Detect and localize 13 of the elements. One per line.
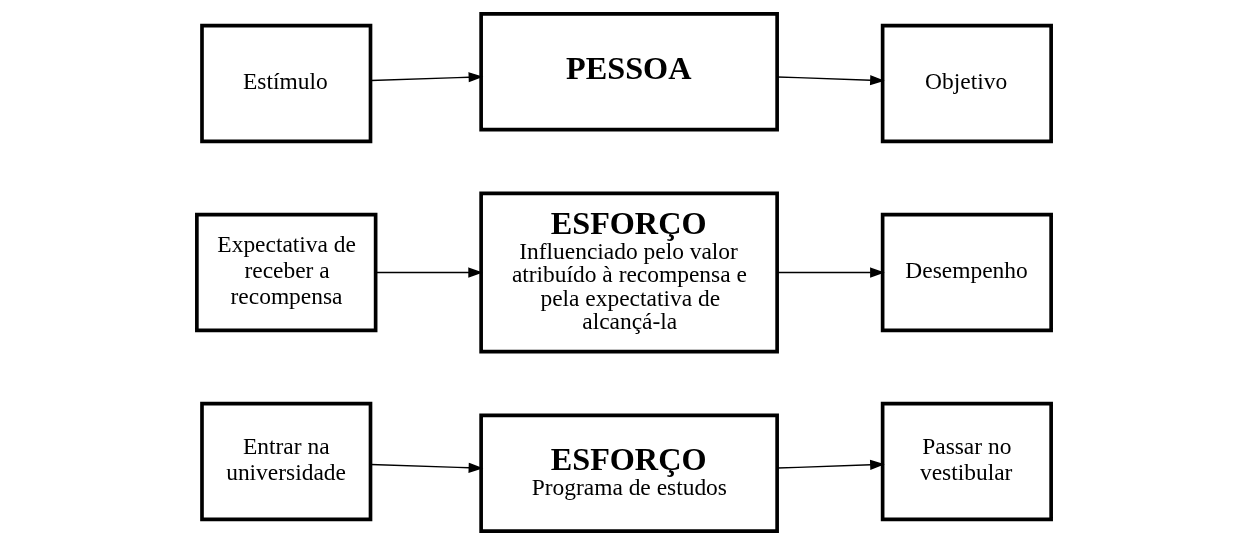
node-box: Estímulo xyxy=(200,23,373,144)
node-box: PESSOA xyxy=(479,12,779,132)
arrow xyxy=(776,459,885,470)
node-box: Expectativa de receber a recompensa xyxy=(195,212,378,333)
arrow xyxy=(776,267,885,278)
node-box: Entrar na universidade xyxy=(200,401,373,522)
node-box: Passar no vestibular xyxy=(880,401,1053,522)
node-box: Objetivo xyxy=(880,23,1053,144)
arrow xyxy=(374,267,483,278)
arrow xyxy=(776,75,885,86)
node-box: Desempenho xyxy=(880,212,1053,333)
node-box: ESFORÇO Programa de estudos xyxy=(479,413,779,533)
node-box: ESFORÇO Influenciado pelo valor atribuído à recompensa e pela expectativa de alcançá-la xyxy=(479,191,779,354)
